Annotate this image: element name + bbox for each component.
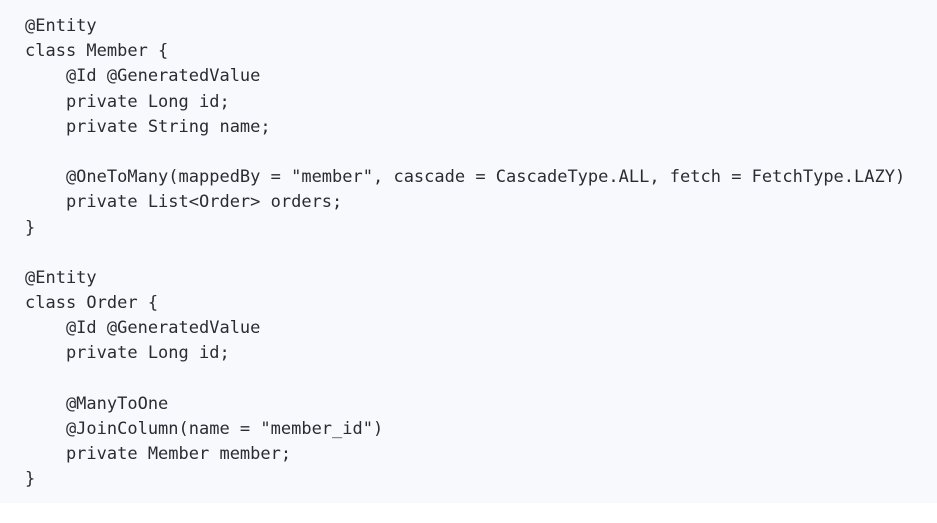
code-line: private String name; xyxy=(25,116,271,137)
code-line-blank xyxy=(25,140,937,165)
code-line: @ManyToOne xyxy=(25,393,169,414)
code-line: @Id @GeneratedValue xyxy=(25,318,261,339)
code-line: @Entity xyxy=(25,267,97,288)
code-line-blank xyxy=(25,367,937,392)
code-line: @Id @GeneratedValue xyxy=(25,66,261,87)
code-line: private Member member; xyxy=(25,444,292,465)
page-bottom-margin xyxy=(0,503,937,523)
code-line: class Order { xyxy=(25,293,159,314)
code-line: private Long id; xyxy=(25,343,230,364)
code-line: private List<Order> orders; xyxy=(25,192,343,213)
code-line: @JoinColumn(name = "member_id") xyxy=(25,419,384,439)
code-line-blank xyxy=(25,241,937,266)
code-line: class Member { xyxy=(25,41,169,62)
code-line: } xyxy=(25,469,36,490)
code-line: @OneToMany(mappedBy = "member", cascade … xyxy=(25,167,906,188)
code-block: @Entity class Member { @Id @GeneratedValu… xyxy=(0,14,937,493)
code-line: private Long id; xyxy=(25,91,230,112)
code-line: @Entity xyxy=(25,16,97,36)
code-line: } xyxy=(25,217,36,238)
code-content: @Entity class Member { @Id @GeneratedValu… xyxy=(0,14,937,493)
